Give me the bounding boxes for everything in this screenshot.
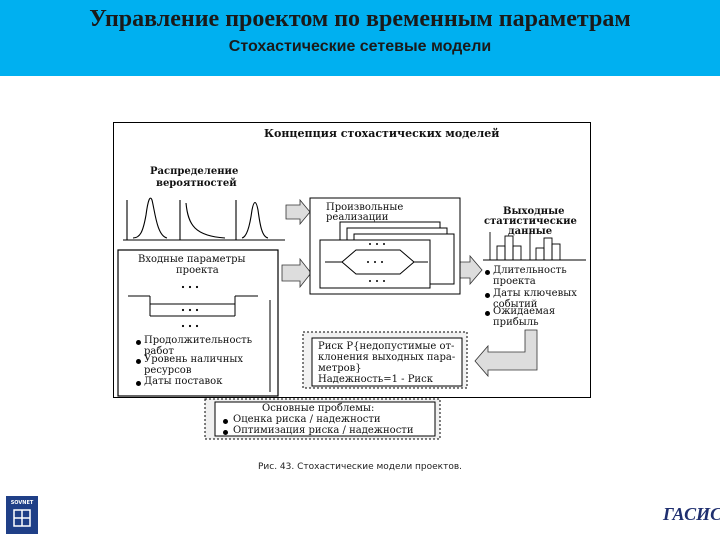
sovnet-logo: SOVNET: [6, 496, 38, 534]
output-bullet-3-line2: прибыль: [493, 317, 539, 328]
output-bullet-1-line1: Длительность: [493, 265, 567, 276]
output-title-1: Выходные: [503, 206, 565, 217]
output-title-2: статистические: [484, 216, 577, 227]
problems-item-1: Оценка риска / надежности: [233, 414, 381, 425]
output-title-3: данные: [508, 226, 553, 237]
realization-dots: [367, 243, 385, 282]
output-bullet-icon: [485, 270, 490, 275]
realizations-label-2: реализации: [326, 212, 389, 223]
realization-network: [325, 249, 428, 275]
diagram-frame-title: Концепция стохастических моделей: [264, 127, 500, 140]
output-bullet-2-line1: Даты ключевых: [493, 288, 577, 299]
input-bullet-icon: [136, 359, 141, 364]
output-bullet-3-line1: Ожидаемая: [493, 306, 556, 317]
hatched-arrows: [281, 198, 538, 378]
problems-title: Основные проблемы:: [262, 403, 375, 414]
sovnet-logo-mark: [13, 509, 31, 527]
problems-inner: [214, 401, 436, 437]
risk-line-4: Надежность=1 - Риск: [318, 374, 433, 385]
realizations-label-1: Произвольные: [326, 202, 404, 213]
output-histograms: [483, 232, 586, 261]
input-bullet-icon: [136, 381, 141, 386]
input-bullet-icon: [136, 340, 141, 345]
distribution-label-2: вероятностей: [156, 178, 237, 189]
output-bullet-2-line2: событий: [493, 299, 538, 310]
risk-inner: [311, 337, 463, 387]
input-bullet-3-line1: Даты поставок: [144, 376, 223, 387]
input-bullet-2-line2: ресурсов: [144, 365, 192, 376]
risk-line-2: клонения выходных пара-: [318, 352, 456, 363]
output-bullet-icon: [485, 293, 490, 298]
distribution-curves: [123, 197, 285, 241]
figure-caption: Рис. 43. Стохастические модели проектов.: [257, 462, 463, 472]
problems-item-2: Оптимизация риска / надежности: [233, 425, 414, 436]
input-params-box: [117, 249, 279, 397]
realizations-stack: [309, 197, 461, 295]
input-bullet-1-line1: Продолжительность: [144, 335, 253, 346]
input-dots: [181, 285, 199, 328]
header-bar: [0, 0, 720, 76]
input-network: [128, 295, 258, 317]
input-params-title-2: проекта: [176, 265, 219, 276]
risk-line-1: Риск Р{недопустимые от-: [318, 341, 455, 352]
output-bullet-icon: [485, 311, 490, 316]
diagram-frame: [113, 122, 591, 398]
page-title: Управление проектом по временным парамет…: [89, 6, 631, 32]
input-bullet-2-line1: Уровень наличных: [144, 354, 244, 365]
distribution-label-1: Распределение: [150, 166, 239, 177]
sovnet-logo-text: SOVNET: [10, 500, 34, 506]
output-bullet-1-line2: проекта: [493, 276, 536, 287]
problems-bullet-icon: [223, 430, 228, 435]
page-subtitle: Стохастические сетевые модели: [228, 38, 492, 55]
input-bullet-1-line2: работ: [144, 346, 174, 357]
problems-bullet-icon: [223, 419, 228, 424]
gasis-logo: ГАСИС: [663, 504, 720, 524]
input-params-title-1: Входные параметры: [138, 254, 246, 265]
risk-line-3: метров}: [318, 363, 362, 374]
